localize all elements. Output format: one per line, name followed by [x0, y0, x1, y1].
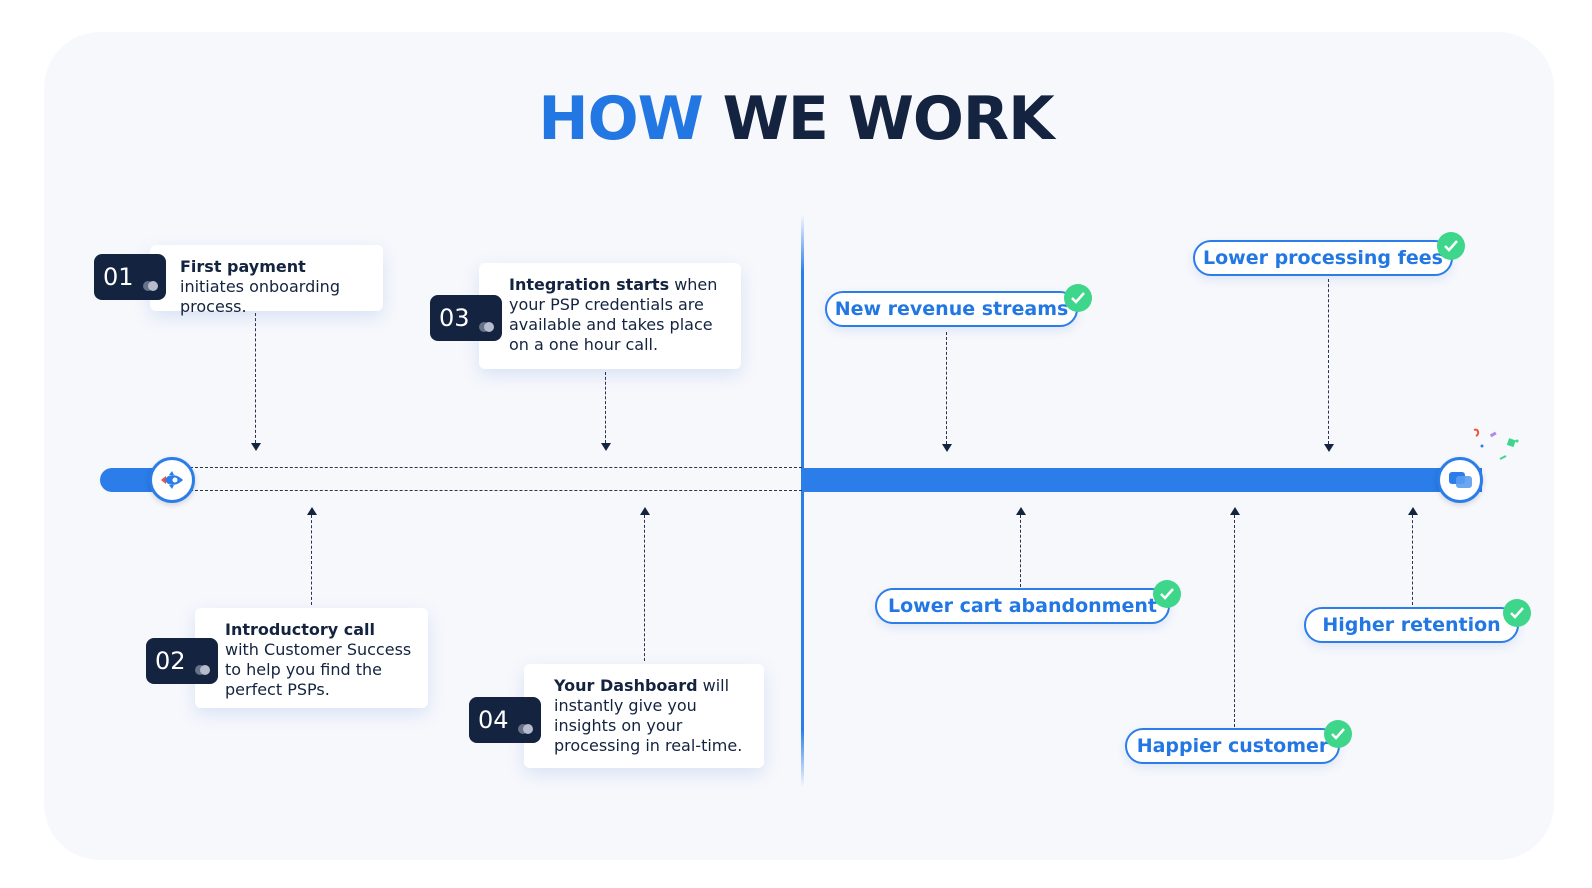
step-number: 02 [155, 647, 186, 675]
step-04-text: will instantly give you insights on your… [554, 676, 743, 755]
step-card-02: Introductory call with Customer Success … [195, 608, 428, 708]
timeline-solid-bar [802, 468, 1482, 492]
arrow-lower-fees [1324, 444, 1334, 452]
step-badge-04: 04 [469, 697, 541, 743]
start-marker [149, 457, 195, 503]
check-icon [1064, 284, 1092, 312]
connector-step-03 [605, 372, 606, 443]
benefit-happier-customer: Happier customer [1125, 728, 1340, 764]
step-badge-03: 03 [430, 295, 502, 341]
toggle-icon [518, 724, 533, 734]
arrow-step-04 [640, 507, 650, 515]
title-highlight: HOW [538, 84, 703, 154]
connector-new-revenue [946, 332, 947, 444]
check-icon [1153, 580, 1181, 608]
benefit-label: Happier customer [1136, 735, 1329, 757]
benefit-lower-processing-fees: Lower processing fees [1193, 240, 1453, 276]
step-card-03: Integration starts when your PSP credent… [479, 263, 741, 369]
benefit-label: New revenue streams [834, 298, 1069, 320]
step-03-bold: Integration starts [509, 275, 670, 294]
page-title: HOW WE WORK [0, 84, 1592, 154]
connector-happier-customer [1234, 515, 1235, 727]
arrow-step-03 [601, 443, 611, 451]
step-badge-01: 01 [94, 254, 166, 300]
benefit-new-revenue-streams: New revenue streams [825, 291, 1078, 327]
step-card-01: First payment initiates onboarding proce… [150, 245, 383, 316]
benefit-label: Lower processing fees [1203, 247, 1443, 269]
connector-higher-retention [1412, 515, 1413, 605]
step-02-text: with Customer Success to help you find t… [225, 640, 412, 699]
arrow-cart-abandonment [1016, 507, 1026, 515]
arrow-step-01 [251, 443, 261, 451]
chat-bubbles-icon [1449, 472, 1472, 488]
step-badge-02: 02 [146, 638, 218, 684]
arrow-step-02 [307, 507, 317, 515]
connector-cart-abandonment [1020, 515, 1021, 587]
benefit-lower-cart-abandonment: Lower cart abandonment [875, 588, 1170, 624]
arrow-happier-customer [1230, 507, 1240, 515]
timeline-dashed-track [180, 467, 802, 491]
arrow-new-revenue [942, 444, 952, 452]
check-icon [1503, 599, 1531, 627]
confetti-icon [1473, 428, 1519, 460]
step-02-bold: Introductory call [225, 620, 375, 639]
step-number: 03 [439, 304, 470, 332]
arrow-higher-retention [1408, 507, 1418, 515]
benefit-label: Higher retention [1322, 614, 1501, 636]
title-rest: WE WORK [722, 84, 1055, 154]
step-03-text: when your PSP credentials are available … [509, 275, 718, 354]
check-icon [1437, 232, 1465, 260]
toggle-icon [195, 665, 210, 675]
connector-step-04 [644, 515, 645, 661]
benefit-higher-retention: Higher retention [1304, 607, 1519, 643]
rocket-icon [161, 471, 183, 489]
connector-lower-fees [1328, 279, 1329, 444]
step-card-04: Your Dashboard will instantly give you i… [524, 664, 764, 768]
step-number: 04 [478, 706, 509, 734]
benefit-label: Lower cart abandonment [888, 595, 1157, 617]
step-01-text: initiates onboarding process. [180, 277, 340, 316]
connector-step-02 [311, 515, 312, 605]
toggle-icon [479, 322, 494, 332]
step-04-bold: Your Dashboard [554, 676, 698, 695]
background-panel [44, 32, 1554, 860]
check-icon [1324, 720, 1352, 748]
step-number: 01 [103, 263, 134, 291]
step-01-bold: First payment [180, 257, 306, 276]
toggle-icon [143, 281, 158, 291]
connector-step-01 [255, 313, 256, 443]
timeline-divider [801, 215, 804, 787]
end-marker [1437, 457, 1483, 503]
